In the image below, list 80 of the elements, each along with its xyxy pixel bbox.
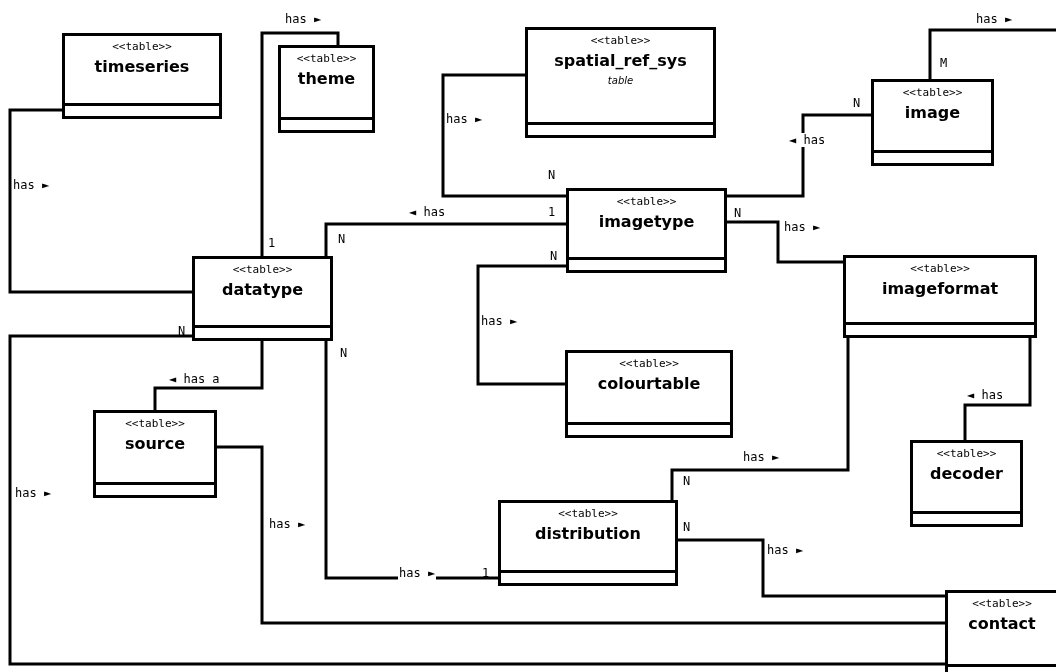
connector-line: [727, 113, 871, 198]
table-name: imageformat: [881, 279, 999, 298]
edge-label: ◄ has: [408, 205, 447, 219]
table-box: [498, 500, 678, 586]
table-box: [566, 188, 727, 273]
cardinality-label: 1: [548, 205, 556, 219]
stereotype-label: <<table>>: [936, 447, 997, 460]
table-name: image: [904, 103, 961, 122]
table-name: theme: [297, 69, 356, 88]
connector-line: [441, 73, 566, 198]
stereotype-label: <<table>>: [902, 86, 963, 99]
cardinality-label: N: [178, 324, 186, 338]
stereotype-label: <<table>>: [125, 417, 185, 430]
table-name: timeseries: [94, 57, 190, 76]
stereotype-label: <<table>>: [112, 40, 172, 53]
table-box: [910, 440, 1023, 527]
table-box: [278, 45, 375, 133]
table-name: distribution: [535, 524, 641, 543]
connector-line: [727, 220, 843, 264]
connector-line: [217, 445, 945, 625]
connector-line: [678, 538, 945, 598]
stereotype-label: <<table>>: [232, 263, 293, 276]
table-box: [565, 350, 733, 438]
connector-line: [153, 341, 264, 410]
cardinality-label: N: [853, 96, 861, 110]
edge-label: ◄ has a: [168, 372, 221, 386]
connector-line: [670, 338, 850, 500]
table-box: [525, 27, 716, 138]
edge-label: has ►: [14, 486, 53, 500]
table-name: imagetype: [598, 212, 695, 231]
stereotype-label: <<table>>: [590, 34, 651, 47]
table-name: colourtable: [597, 374, 701, 393]
table-name: contact: [968, 614, 1036, 633]
cardinality-label: N: [734, 206, 742, 220]
table-box: [871, 79, 994, 166]
stereotype-label: <<table>>: [619, 357, 679, 370]
connector-line: [324, 222, 566, 256]
cardinality-label: N: [683, 520, 691, 534]
table-name: spatial_ref_sys: [554, 51, 687, 70]
edge-label: has ►: [12, 178, 51, 192]
table-box: [843, 255, 1037, 338]
stereotype-label: <<table>>: [910, 262, 970, 275]
connector-line: [8, 334, 945, 666]
edge-label: has ►: [783, 220, 822, 234]
edge-label: ◄ has: [788, 133, 827, 147]
stereotype-label: <<table>>: [558, 507, 618, 520]
connector-line: [324, 341, 498, 580]
cardinality-label: N: [548, 168, 556, 182]
connector-line: [260, 31, 340, 256]
cardinality-label: N: [683, 474, 691, 488]
edge-label: has ►: [766, 543, 805, 557]
stereotype-label: <<table>>: [296, 52, 357, 65]
cardinality-label: N: [550, 249, 558, 263]
stereotype-label: <<table>>: [972, 597, 1032, 610]
edge-label: has ►: [398, 566, 437, 580]
table-note: table: [607, 75, 634, 86]
connector-line: [963, 338, 1032, 440]
table-name: source: [124, 434, 186, 453]
connector-line: [476, 264, 566, 386]
table-box: [192, 256, 333, 341]
edge-label: has ►: [480, 314, 519, 328]
edge-label: has ►: [742, 450, 781, 464]
stereotype-label: <<table>>: [616, 195, 677, 208]
table-box: [93, 410, 217, 498]
table-box: [945, 590, 1056, 672]
cardinality-label: 1: [482, 566, 490, 580]
edge-label: ◄ has: [966, 388, 1005, 402]
edge-label: has ►: [975, 12, 1014, 26]
cardinality-label: N: [340, 346, 348, 360]
cardinality-label: 1: [268, 236, 276, 250]
table-name: datatype: [221, 280, 304, 299]
cardinality-label: M: [940, 56, 948, 70]
table-name: decoder: [930, 464, 1003, 483]
table-box: [62, 33, 222, 119]
connector-line: [928, 28, 1056, 79]
edge-label: has ►: [445, 112, 484, 126]
edge-label: has ►: [268, 517, 307, 531]
edge-label: has ►: [284, 12, 323, 26]
connector-line: [8, 108, 192, 294]
cardinality-label: N: [338, 232, 346, 246]
